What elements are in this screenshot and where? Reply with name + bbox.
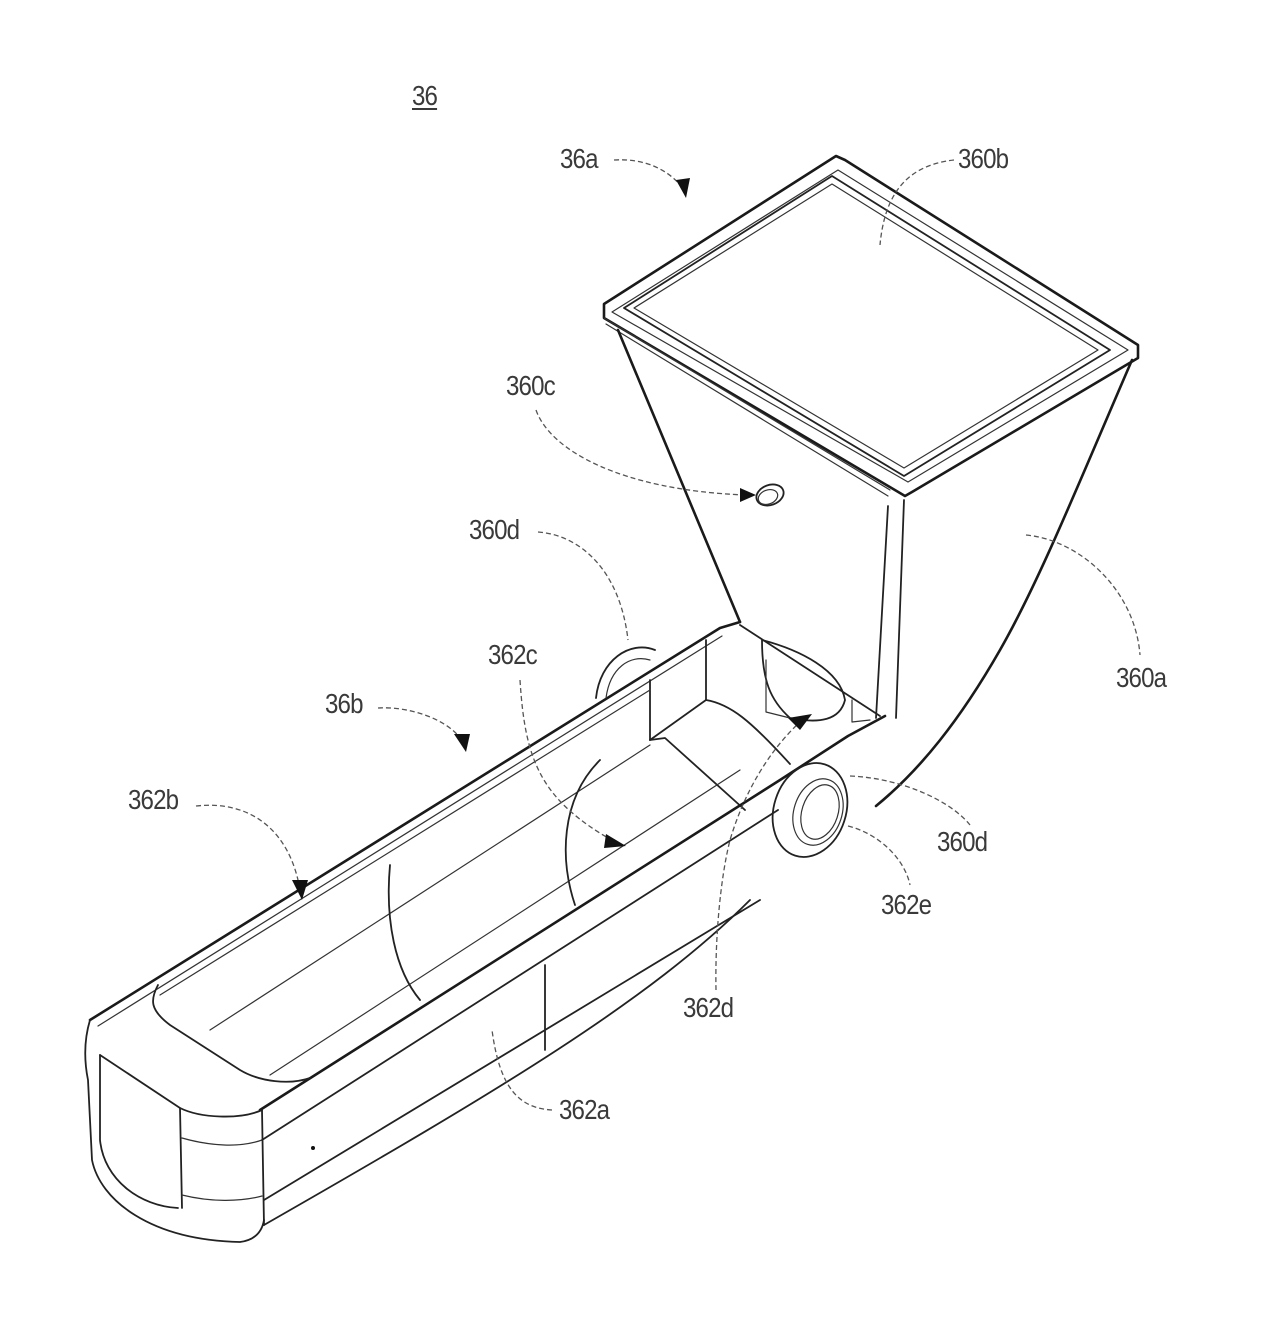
- label-362d: 362d: [683, 992, 734, 1023]
- label-360d-bottom: 360d: [937, 826, 988, 857]
- label-36b: 36b: [325, 688, 363, 719]
- leader-lines: [195, 159, 1141, 1111]
- hinge-assembly: [595, 646, 849, 858]
- label-360a: 360a: [1116, 662, 1167, 693]
- label-362c: 362c: [488, 639, 538, 670]
- label-360c: 360c: [506, 370, 556, 401]
- label-362b: 362b: [128, 784, 179, 815]
- label-362e: 362e: [881, 889, 932, 920]
- label-360b: 360b: [958, 143, 1009, 174]
- tray-36b: [84, 620, 887, 1243]
- label-362a: 362a: [559, 1094, 610, 1125]
- label-360d-top: 360d: [469, 514, 520, 545]
- label-36a: 36a: [560, 143, 598, 174]
- hopper-36a: [602, 154, 1140, 808]
- figure-number: 36: [412, 80, 438, 111]
